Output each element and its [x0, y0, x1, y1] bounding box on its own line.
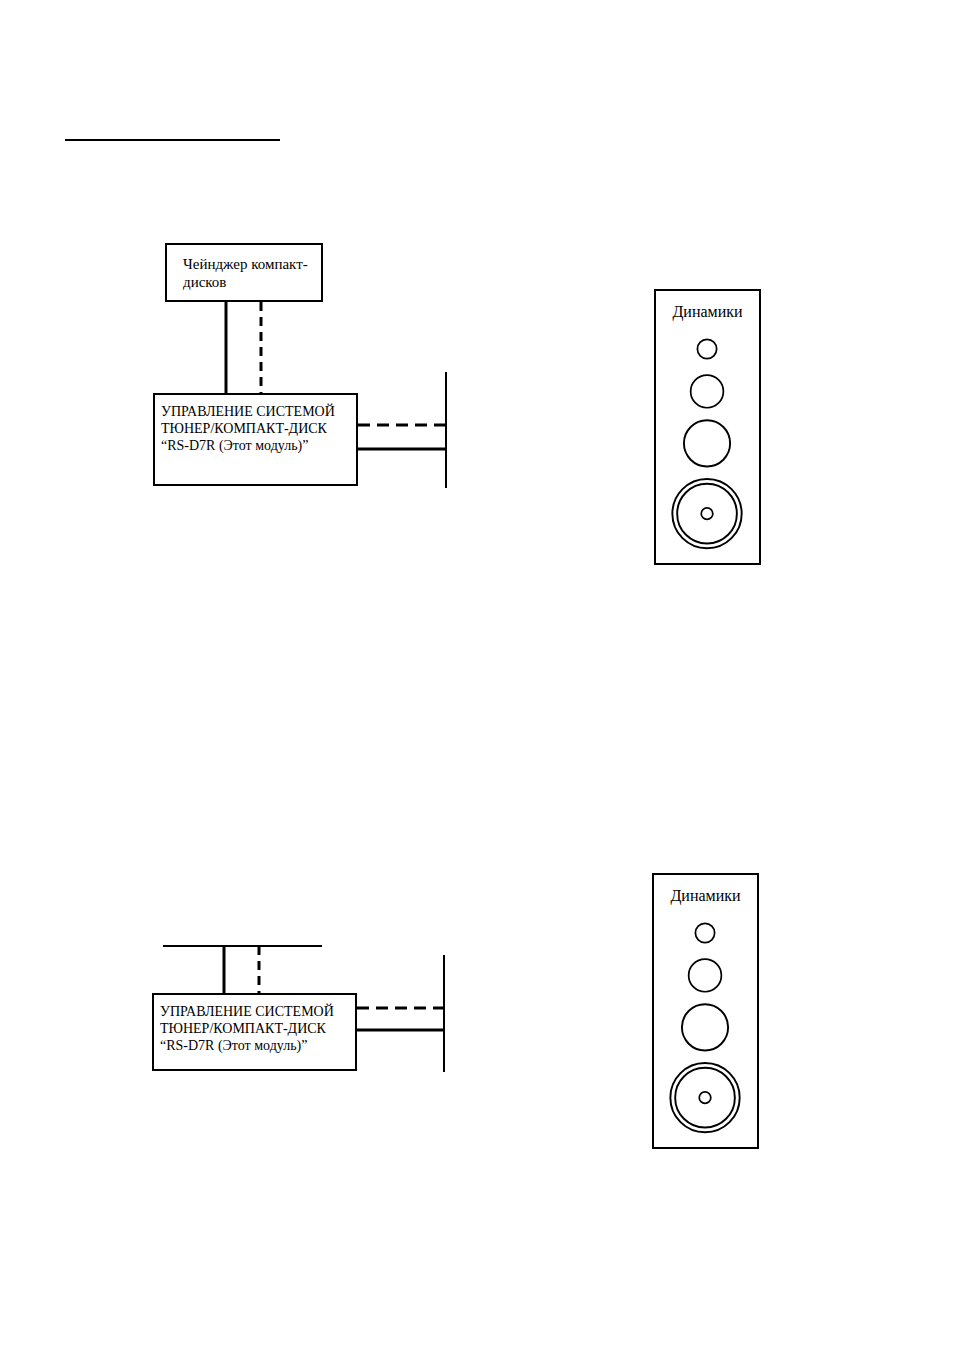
unit-box: УПРАВЛЕНИЕ СИСТЕМОЙ ТЮНЕР/КОМПАКТ-ДИСК “…: [152, 993, 357, 1071]
speaker-driver: [675, 1068, 735, 1128]
speaker-panel: Динамики: [654, 289, 761, 565]
unit-box: УПРАВЛЕНИЕ СИСТЕМОЙ ТЮНЕР/КОМПАКТ-ДИСК “…: [153, 393, 358, 486]
speaker-driver: [701, 508, 713, 520]
heading-rule: [65, 139, 280, 141]
node-text: УПРАВЛЕНИЕ СИСТЕМОЙ ТЮНЕР/КОМПАКТ-ДИСК “…: [161, 403, 352, 454]
speaker-driver: [689, 959, 722, 992]
dashed-wire: [357, 1007, 444, 1010]
connector-wire: [225, 302, 228, 393]
speaker-panel: Динамики: [652, 873, 759, 1149]
solid-wire: [357, 1029, 444, 1032]
speaker-driver: [670, 1063, 739, 1132]
speaker-driver: [699, 1092, 711, 1104]
dashed-wire: [358, 424, 446, 427]
solid-wire: [223, 946, 226, 994]
connector-wire: [260, 302, 263, 393]
speaker-driver: [691, 375, 724, 408]
node-text: Динамики: [654, 887, 757, 905]
speaker-driver: [697, 339, 716, 358]
bus-bar: [445, 372, 447, 488]
solid-wire: [358, 448, 446, 451]
speaker-drivers: [656, 291, 759, 563]
speaker-drivers: [654, 875, 757, 1147]
dashed-wire: [258, 946, 261, 994]
bus-bar: [443, 955, 445, 1072]
node-text: УПРАВЛЕНИЕ СИСТЕМОЙ ТЮНЕР/КОМПАКТ-ДИСК “…: [160, 1003, 351, 1054]
unit-box: Чейнджер компакт-дисков: [165, 243, 323, 302]
node-text: Динамики: [656, 303, 759, 321]
speaker-driver: [682, 1004, 728, 1050]
speaker-driver: [684, 420, 730, 466]
speaker-driver: [677, 484, 737, 544]
node-text: Чейнджер компакт-дисков: [183, 255, 313, 291]
speaker-driver: [695, 923, 714, 942]
bus-bar: [163, 945, 322, 947]
speaker-driver: [672, 479, 741, 548]
